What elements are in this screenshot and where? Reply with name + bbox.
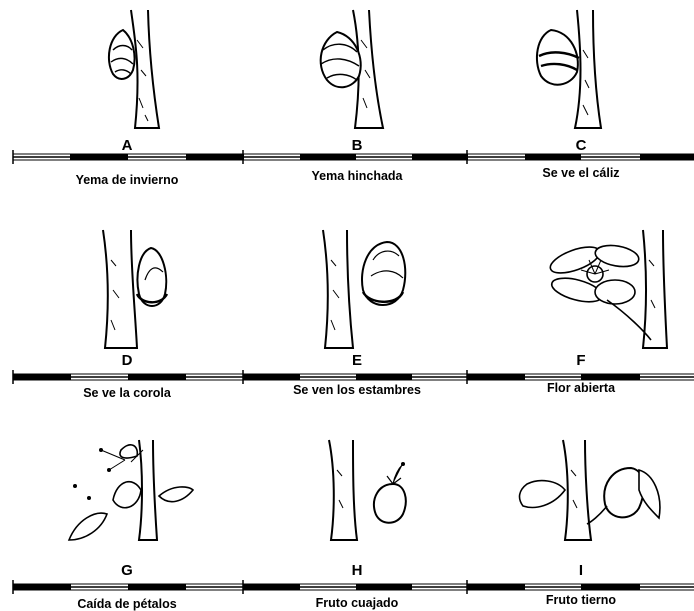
stage-caption: Se ven los estambres — [243, 383, 471, 397]
stage-caption: Se ve el cáliz — [467, 166, 694, 180]
open-flower-icon — [467, 220, 694, 360]
stage-b: B Yema hinchada — [243, 0, 471, 195]
stage-caption: Fruto tierno — [467, 593, 694, 607]
stage-f: F Flor abierta — [467, 220, 694, 415]
stage-caption: Caída de pétalos — [13, 597, 241, 611]
petal-fall-icon — [13, 410, 241, 550]
winter-bud-icon — [13, 0, 241, 140]
stage-d: D Se ve la corola — [13, 220, 241, 415]
stage-caption: Yema de invierno — [13, 173, 241, 187]
calyx-visible-icon — [467, 0, 694, 140]
stage-g: G Caída de pétalos — [13, 410, 241, 605]
stage-letter: E — [243, 353, 471, 369]
phenology-scale-bar — [0, 150, 694, 164]
stage-h: H Fruto cuajado — [243, 410, 471, 605]
stage-letter: G — [13, 563, 241, 579]
stage-letter: H — [243, 563, 471, 579]
stamens-visible-icon — [243, 220, 471, 360]
stage-letter: I — [467, 563, 694, 579]
fruit-set-icon — [243, 410, 471, 550]
stage-caption: Se ve la corola — [13, 386, 241, 400]
phenology-scale-bar — [0, 580, 694, 594]
corolla-visible-icon — [13, 220, 241, 360]
swollen-bud-icon — [243, 0, 471, 140]
stage-caption: Fruto cuajado — [243, 596, 471, 610]
stage-e: E Se ven los estambres — [243, 220, 471, 415]
stage-c: C Se ve el cáliz — [467, 0, 694, 195]
stage-a: A Yema de invierno — [13, 0, 241, 195]
phenology-scale-bar — [0, 370, 694, 384]
young-fruit-icon — [467, 410, 694, 550]
stage-letter: F — [467, 353, 694, 369]
stage-caption: Yema hinchada — [243, 169, 471, 183]
stage-letter: D — [13, 353, 241, 369]
stage-i: I Fruto tierno — [467, 410, 694, 605]
